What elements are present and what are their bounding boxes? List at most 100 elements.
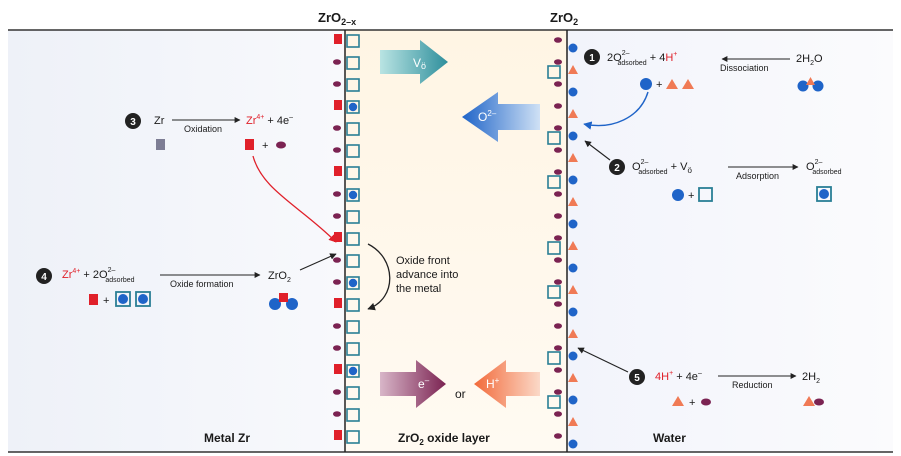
- svg-text:+: +: [689, 397, 695, 409]
- svg-text:e–: e–: [418, 376, 430, 391]
- water-interface-species: [547, 37, 578, 449]
- electron: [554, 389, 562, 395]
- vacancy-site: [547, 241, 561, 255]
- metal-region: [8, 30, 345, 452]
- vacancy-flux-arrow: Vö: [380, 40, 448, 84]
- electron: [554, 257, 562, 263]
- proton: [568, 197, 578, 206]
- vacancy-site: [547, 131, 561, 145]
- vacancy-site: [346, 386, 360, 400]
- electron: [554, 433, 562, 439]
- oxygen-ion: [568, 43, 578, 53]
- label-oxide-layer: ZrO2 oxide layer: [398, 431, 490, 447]
- step-1-dissociation: 1 2O2–adsorbed + 4H+ Dissociation 2H2O +: [583, 49, 824, 130]
- header-zro2x: ZrO2–x: [318, 10, 356, 27]
- vacancy-site: [346, 188, 360, 202]
- svg-text:2O2–adsorbed + 4H+: 2O2–adsorbed + 4H+: [607, 50, 677, 67]
- vacancy-site: [346, 232, 360, 246]
- zr-ion: [334, 232, 342, 242]
- zr-ion: [334, 430, 342, 440]
- svg-text:4: 4: [41, 272, 47, 283]
- header-zro2: ZrO2: [550, 10, 578, 27]
- proton: [568, 417, 578, 426]
- oxygen-ion: [568, 219, 578, 229]
- electron: [554, 81, 562, 87]
- vacancy-site: [346, 100, 360, 114]
- electron: [554, 103, 562, 109]
- svg-text:Zr4+ + 2O2–adsorbed: Zr4+ + 2O2–adsorbed: [62, 267, 135, 284]
- electron: [333, 389, 341, 395]
- proton-flux-arrow: H+: [474, 360, 540, 408]
- electron: [333, 59, 341, 65]
- vacancy-site: [346, 56, 360, 70]
- svg-text:Zr4+ + 4e–: Zr4+ + 4e–: [246, 114, 293, 127]
- electron: [333, 147, 341, 153]
- vacancy-site: [346, 34, 360, 48]
- svg-text:+: +: [688, 190, 694, 202]
- electron: [333, 257, 341, 263]
- vacancy-site: [547, 351, 561, 365]
- oxygen-ion: [348, 102, 358, 112]
- vacancy-site: [346, 254, 360, 268]
- vacancy-site: [547, 175, 561, 189]
- proton: [568, 109, 578, 118]
- electron: [554, 213, 562, 219]
- vacancy-site: [346, 430, 360, 444]
- svg-text:2H2: 2H2: [802, 371, 820, 385]
- svg-text:3: 3: [130, 117, 136, 128]
- electron: [554, 125, 562, 131]
- or-label: or: [455, 387, 466, 401]
- svg-text:the metal: the metal: [396, 283, 441, 295]
- svg-text:ZrO2: ZrO2: [268, 270, 291, 284]
- electron: [333, 345, 341, 351]
- oxygen-ion: [568, 351, 578, 361]
- svg-text:2: 2: [614, 163, 620, 174]
- svg-text:+: +: [656, 79, 662, 91]
- electron: [333, 125, 341, 131]
- oxygen-ion: [568, 175, 578, 185]
- electron: [333, 81, 341, 87]
- electron: [554, 169, 562, 175]
- vacancy-site: [346, 320, 360, 334]
- zr-ion: [334, 298, 342, 308]
- step-5-reduction: 5 4H+ + 4e– Reduction 2H2 +: [577, 347, 824, 409]
- oxygen-ion: [568, 439, 578, 449]
- vacancy-site: [547, 285, 561, 299]
- proton: [568, 329, 578, 338]
- oxygen-ion: [568, 307, 578, 317]
- electron: [333, 191, 341, 197]
- proton: [568, 65, 578, 74]
- svg-text:Zr: Zr: [154, 115, 165, 127]
- vacancy-site: [346, 408, 360, 422]
- zr-ion: [334, 34, 342, 44]
- svg-text:H+: H+: [486, 376, 500, 391]
- vacancy-site: [346, 298, 360, 312]
- svg-text:Oxide formation: Oxide formation: [170, 279, 234, 289]
- zr-ion: [334, 100, 342, 110]
- oxygen-ion: [568, 263, 578, 273]
- svg-text:advance into: advance into: [396, 269, 458, 281]
- svg-text:O2–adsorbed: O2–adsorbed: [806, 159, 842, 176]
- oxygen-ion: [568, 131, 578, 141]
- svg-text:+: +: [262, 140, 268, 152]
- vacancy-site: [346, 276, 360, 290]
- oxygen-ion: [568, 395, 578, 405]
- vacancy-site: [346, 78, 360, 92]
- electron: [333, 213, 341, 219]
- svg-text:Dissociation: Dissociation: [720, 63, 769, 73]
- electron: [554, 147, 562, 153]
- oxygen-ion: [568, 87, 578, 97]
- oxygen-flux-arrow: O2–: [462, 92, 540, 142]
- oxide-front-note: Oxide front advance into the metal: [367, 243, 458, 311]
- svg-text:2H2O: 2H2O: [796, 53, 823, 67]
- proton: [568, 153, 578, 162]
- electron: [554, 59, 562, 65]
- electron: [554, 279, 562, 285]
- electron: [554, 323, 562, 329]
- svg-text:Vö: Vö: [413, 56, 426, 71]
- svg-text:+: +: [103, 295, 109, 307]
- vacancy-site: [547, 65, 561, 79]
- oxygen-ion: [348, 366, 358, 376]
- electron: [554, 345, 562, 351]
